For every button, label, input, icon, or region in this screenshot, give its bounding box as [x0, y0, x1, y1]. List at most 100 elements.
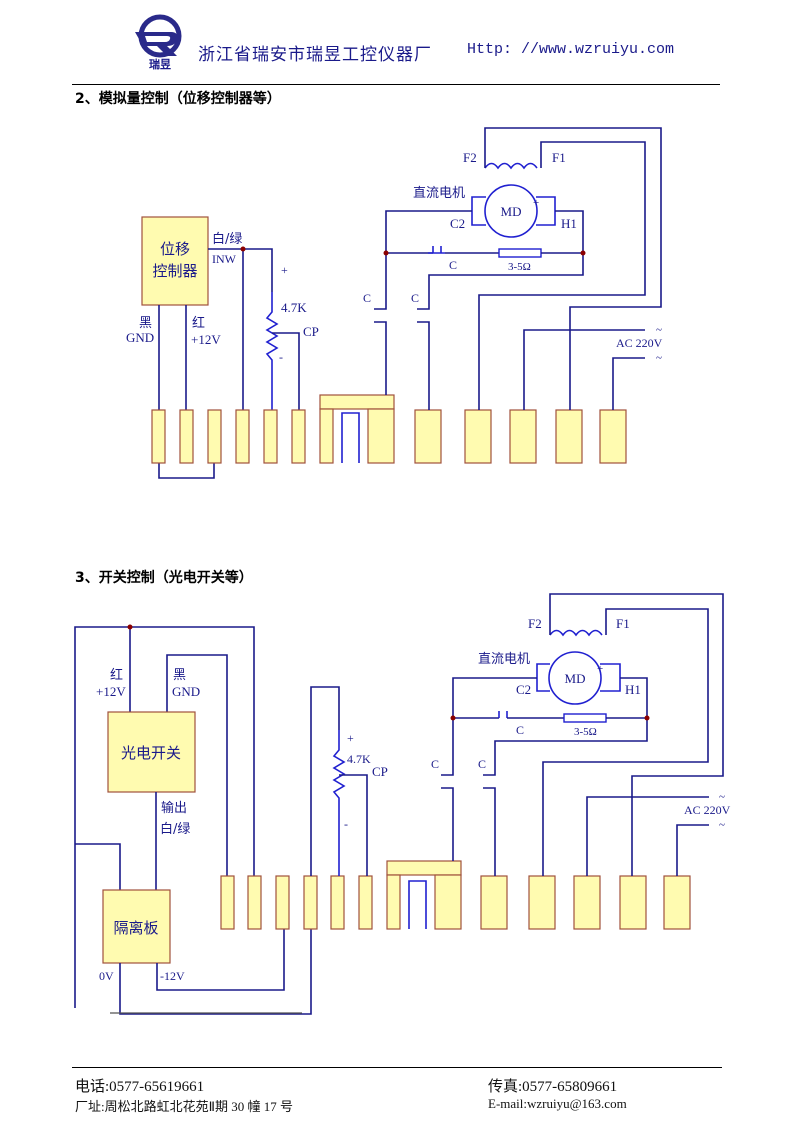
- relay-c2-upper: [483, 718, 648, 776]
- ac-tilde-bottom: ~: [656, 352, 662, 364]
- field-f2: F2: [463, 150, 477, 165]
- motor-symbol: [548, 651, 602, 705]
- ac-line-2: [676, 824, 709, 876]
- relay-c2-lower: [483, 787, 496, 876]
- pot-value: 4.7K: [347, 752, 371, 766]
- armature-c2: C2: [516, 682, 531, 697]
- ac-220v-label: AC 220V: [616, 336, 663, 350]
- output-label: 输出: [161, 800, 187, 816]
- brake-resistor: [498, 248, 542, 258]
- terminal-9: [528, 875, 556, 930]
- red-label: 红: [192, 315, 205, 331]
- wiper-wire: [272, 332, 300, 410]
- motor-name: 直流电机: [413, 186, 465, 201]
- 0v-label: 0V: [99, 969, 114, 983]
- terminal-12: [663, 875, 691, 930]
- relay-c1-upper: [374, 253, 387, 310]
- relay-c2-upper: [417, 253, 584, 310]
- pot-wiper-label: CP: [303, 324, 319, 339]
- motor-symbol: [484, 184, 538, 238]
- ac-line-1: [586, 796, 709, 876]
- pot-wiper-label: CP: [372, 764, 388, 779]
- footer-fax: 传真:0577-65809661: [488, 1079, 618, 1095]
- armature-left-wire: [452, 677, 537, 718]
- signal-wire: [208, 248, 273, 292]
- controller-label-2: 控制器: [152, 262, 197, 280]
- brake-contact-label: C: [449, 258, 457, 272]
- field-f1-wire: [542, 608, 709, 876]
- gnd-wire: [166, 654, 228, 876]
- ac-220v-label: AC 220V: [684, 803, 731, 817]
- section3-title: 3、开关控制（光电开关等）: [75, 570, 253, 586]
- output-wire-label: 白/绿: [160, 821, 190, 837]
- ac-tilde-top: ~: [719, 791, 725, 803]
- brake-contact-label: C: [516, 723, 524, 737]
- motor-md-label: MD: [501, 204, 522, 219]
- isolator-board-box: [102, 889, 171, 964]
- armature-h1: H1: [625, 682, 641, 697]
- header-rule: [72, 84, 720, 85]
- company-url[interactable]: Http: //www.wzruiyu.com: [467, 41, 675, 58]
- field-f2: F2: [528, 616, 542, 631]
- terminal-3: [207, 409, 222, 464]
- signal-wire-label: 白/绿: [212, 231, 242, 247]
- junction-node: [580, 250, 586, 256]
- bridge-terminal-right: [367, 408, 395, 464]
- footer-rule: [72, 1067, 722, 1068]
- displacement-controller-box: [141, 216, 209, 306]
- terminal-4: [235, 409, 250, 464]
- terminal-3: [275, 875, 290, 930]
- terminal-1: [220, 875, 235, 930]
- junction-node: [240, 246, 246, 252]
- armature-h1: H1: [561, 216, 577, 231]
- motor-md-label: MD: [565, 671, 586, 686]
- field-f2-wire: [484, 127, 662, 410]
- junction-node: [644, 715, 650, 721]
- controller-label-1: 位移: [160, 240, 190, 258]
- relay-c1-lower: [374, 321, 387, 395]
- pot-supply-wire: [310, 686, 340, 876]
- pot-minus: -: [279, 350, 283, 364]
- signal-name-label: INW: [212, 252, 237, 266]
- terminal-jumper: [158, 463, 215, 479]
- ac-line-1: [523, 329, 645, 410]
- pot-value: 4.7K: [281, 300, 307, 315]
- terminal-2: [179, 409, 194, 464]
- armature-right-wire: [620, 677, 648, 718]
- wiper-wire: [339, 774, 368, 876]
- relay-c1-label: C: [363, 291, 371, 305]
- logo-icon: 瑞昱: [135, 14, 182, 71]
- bridge-terminal-right: [434, 874, 462, 930]
- gnd-label: GND: [126, 330, 154, 345]
- terminal-10: [573, 875, 601, 930]
- 0v-wire: [119, 929, 312, 1015]
- footer-phone: 电话:0577-65619661: [75, 1079, 205, 1095]
- relay-c2-label: C: [411, 291, 419, 305]
- terminal-1: [151, 409, 166, 464]
- junction-node: [127, 624, 133, 630]
- 12v-label: +12V: [96, 684, 126, 699]
- terminal-5: [263, 409, 278, 464]
- brake-resistor: [563, 713, 607, 723]
- ac-tilde-top: ~: [656, 324, 662, 336]
- relay-c2-label: C: [478, 757, 486, 771]
- armature-c2: C2: [450, 216, 465, 231]
- junction-node: [450, 715, 456, 721]
- relay-c1-lower: [441, 787, 454, 861]
- company-name: 浙江省瑞安市瑞昱工控仪器厂: [198, 45, 432, 65]
- potentiometer: [332, 730, 346, 876]
- bridge-inner-wire: [341, 412, 360, 463]
- motor-plus: +: [533, 197, 539, 209]
- terminal-9: [464, 409, 492, 464]
- bridge-terminal-top: [386, 860, 462, 876]
- isolator-power-wire: [75, 843, 121, 890]
- bridge-terminal-left: [386, 874, 401, 930]
- junction-node: [383, 250, 389, 256]
- motor-brush-left: [536, 663, 550, 692]
- armature-right-wire: [555, 210, 584, 253]
- company-logo: 瑞昱: [131, 14, 189, 71]
- ac-tilde-bottom: ~: [719, 819, 725, 831]
- footer-email[interactable]: E-mail:wzruiyu@163.com: [488, 1096, 627, 1111]
- terminal-8: [414, 409, 442, 464]
